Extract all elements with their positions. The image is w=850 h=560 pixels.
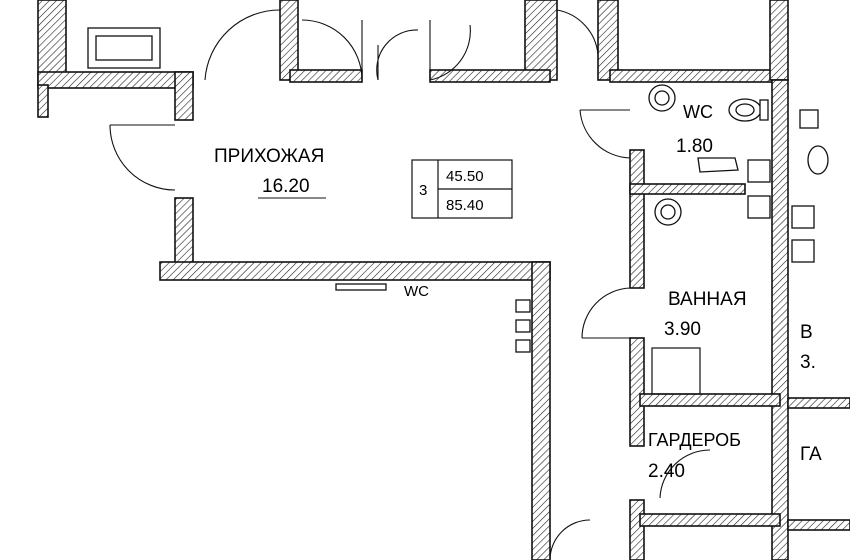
wall-left-stub <box>37 84 49 118</box>
bath2-cut-name: В <box>800 322 813 343</box>
apartment-total-area: 85.40 <box>446 197 484 214</box>
doors <box>109 9 711 560</box>
hall-area: 16.20 <box>262 176 310 197</box>
bath2-cut-area: 3. <box>800 352 816 373</box>
wall-top-b <box>289 69 363 83</box>
wall-far-right-b <box>787 519 850 531</box>
entrance-door-icon <box>109 124 176 191</box>
wall-bath-bottom <box>639 393 781 407</box>
room-labels: ПРИХОЖАЯ 16.20 WC 1.80 ВАННАЯ 3.90 ГАРДЕ… <box>214 102 822 482</box>
wall-top-left <box>37 0 67 86</box>
wall-top-c <box>524 0 558 81</box>
wall-top-g <box>769 0 789 81</box>
bath-area: 3.90 <box>664 319 701 340</box>
wc-bidet-icon <box>697 157 739 173</box>
wall-top-e <box>597 0 619 81</box>
washing-machine <box>651 347 701 395</box>
apartment-summary: 3 45.50 85.40 <box>411 159 513 219</box>
wall-far-right-a <box>787 397 850 409</box>
ventilation-shafts <box>747 109 819 263</box>
wc-area: 1.80 <box>676 136 713 157</box>
wall-top-a <box>279 0 299 81</box>
wall-corridor-right <box>531 261 551 560</box>
wall-bath-left-lower <box>629 337 645 447</box>
apartment-rooms-count: 3 <box>419 182 427 199</box>
wall-top-left-lower <box>37 71 194 89</box>
door-lower-icon <box>549 519 591 560</box>
wall-ward-bottom <box>639 513 781 527</box>
wardrobe-area: 2.40 <box>648 461 685 482</box>
wall-wc-bath <box>629 183 746 195</box>
double-door-icon <box>204 9 363 81</box>
door-top-b-icon <box>376 20 471 81</box>
ward2-cut-name: ГА <box>800 444 822 465</box>
wc-door-icon <box>579 109 631 159</box>
wall-top-f <box>609 69 786 83</box>
wall-ward-left <box>629 499 645 560</box>
wall-riser <box>771 79 789 560</box>
wc-name: WC <box>683 102 713 122</box>
wall-hall-bottom <box>159 261 551 281</box>
wall-bath-left <box>629 187 645 289</box>
apartment-living-area: 45.50 <box>446 168 484 185</box>
walls <box>37 0 850 560</box>
wall-left-pillar <box>174 71 194 121</box>
wardrobe-door-icon <box>659 449 711 499</box>
door-top-c-icon <box>556 9 599 56</box>
fixtures <box>87 27 829 395</box>
wall-wc-left <box>629 149 645 189</box>
hall-name: ПРИХОЖАЯ <box>214 146 324 167</box>
wc2-cut-name: WC <box>404 283 429 300</box>
bath-door-icon <box>581 287 631 339</box>
bath-name: ВАННАЯ <box>668 289 747 310</box>
wall-top-d <box>429 69 551 83</box>
wardrobe-name: ГАРДЕРОБ <box>648 430 741 450</box>
wall-hall-left <box>174 197 194 271</box>
